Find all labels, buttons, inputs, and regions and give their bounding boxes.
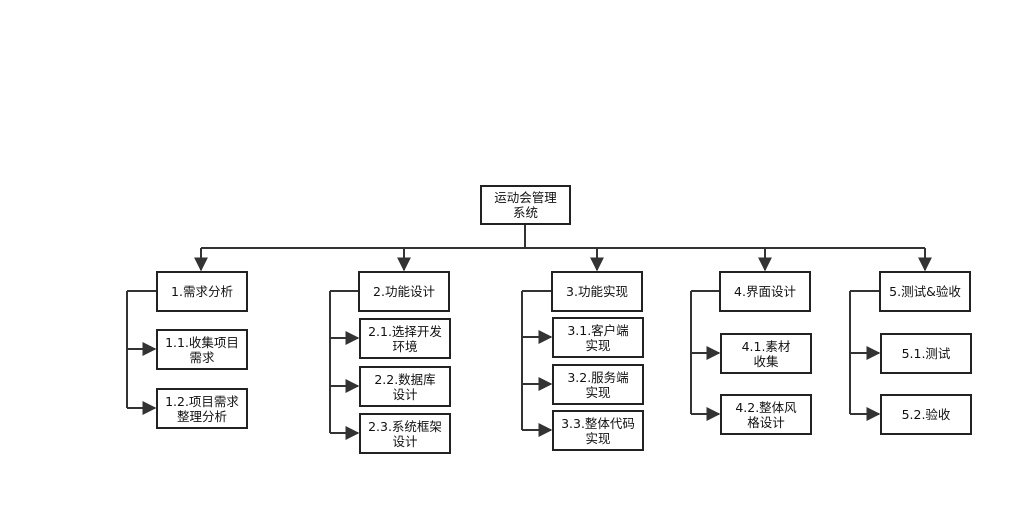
task-organize-requirements[interactable]: 1.2.项目需求整理分析	[156, 388, 248, 429]
label-line: 设计	[392, 386, 418, 402]
phase-label: 4.界面设计	[734, 284, 796, 299]
label-line: 收集	[753, 353, 779, 369]
label-line: 4.1.素材	[741, 338, 791, 354]
label-line: 1.1.收集项目	[165, 334, 239, 350]
phase-requirements-analysis[interactable]: 1.需求分析	[156, 271, 248, 312]
phase-label: 3.功能实现	[566, 284, 628, 299]
task-database-design[interactable]: 2.2.数据库设计	[359, 366, 451, 407]
label-line: 系统	[512, 205, 538, 220]
root-node[interactable]: 运动会管理系统	[480, 185, 571, 225]
task-label: 2.2.数据库设计	[374, 372, 435, 402]
label-line: 3.2.服务端	[567, 369, 629, 385]
label-line: 环境	[392, 338, 418, 354]
label-line: 2.1.选择开发	[368, 323, 442, 339]
task-label: 4.2.整体风格设计	[735, 400, 796, 430]
task-label: 3.2.服务端实现	[567, 370, 628, 400]
label-line: 格设计	[747, 414, 785, 430]
label-line: 需求	[189, 349, 215, 365]
label-line: 实现	[585, 430, 611, 446]
task-dev-environment[interactable]: 2.1.选择开发环境	[359, 318, 451, 359]
task-label: 3.1.客户端实现	[567, 323, 628, 353]
task-label: 4.1.素材收集	[742, 339, 791, 369]
label-line: 实现	[585, 337, 611, 353]
task-label: 1.2.项目需求整理分析	[165, 394, 239, 424]
task-style-design[interactable]: 4.2.整体风格设计	[720, 394, 812, 435]
phase-function-design[interactable]: 2.功能设计	[358, 271, 450, 312]
label-line: 1.2.项目需求	[165, 393, 239, 409]
label-line: 实现	[585, 384, 611, 400]
phase-ui-design[interactable]: 4.界面设计	[719, 271, 811, 312]
task-client-implementation[interactable]: 3.1.客户端实现	[552, 317, 644, 358]
label-line: 运动会管理	[494, 190, 557, 205]
task-testing[interactable]: 5.1.测试	[880, 333, 972, 374]
task-label: 5.2.验收	[901, 407, 951, 422]
task-label: 2.1.选择开发环境	[368, 324, 442, 354]
task-label: 5.1.测试	[901, 346, 951, 361]
label-line: 3.3.整体代码	[561, 415, 635, 431]
label-line: 2.3.系统框架	[368, 418, 442, 434]
label-line: 2.2.数据库	[374, 371, 436, 387]
task-overall-code[interactable]: 3.3.整体代码实现	[552, 410, 644, 451]
task-asset-collection[interactable]: 4.1.素材收集	[720, 333, 812, 374]
task-label: 2.3.系统框架设计	[368, 419, 442, 449]
label-line: 4.2.整体风	[735, 399, 797, 415]
label-line: 3.1.客户端	[567, 322, 629, 338]
phase-label: 1.需求分析	[171, 284, 233, 299]
phase-function-implementation[interactable]: 3.功能实现	[551, 271, 643, 312]
task-server-implementation[interactable]: 3.2.服务端实现	[552, 364, 644, 405]
phase-label: 5.测试&验收	[889, 284, 961, 299]
label-line: 整理分析	[176, 408, 227, 424]
task-collect-requirements[interactable]: 1.1.收集项目需求	[156, 329, 248, 370]
phase-testing-acceptance[interactable]: 5.测试&验收	[879, 271, 971, 312]
task-acceptance[interactable]: 5.2.验收	[880, 394, 972, 435]
root-label: 运动会管理系统	[494, 190, 557, 220]
task-framework-design[interactable]: 2.3.系统框架设计	[359, 413, 451, 454]
task-label: 1.1.收集项目需求	[165, 335, 239, 365]
label-line: 设计	[392, 433, 418, 449]
phase-label: 2.功能设计	[373, 284, 435, 299]
task-label: 3.3.整体代码实现	[561, 416, 635, 446]
